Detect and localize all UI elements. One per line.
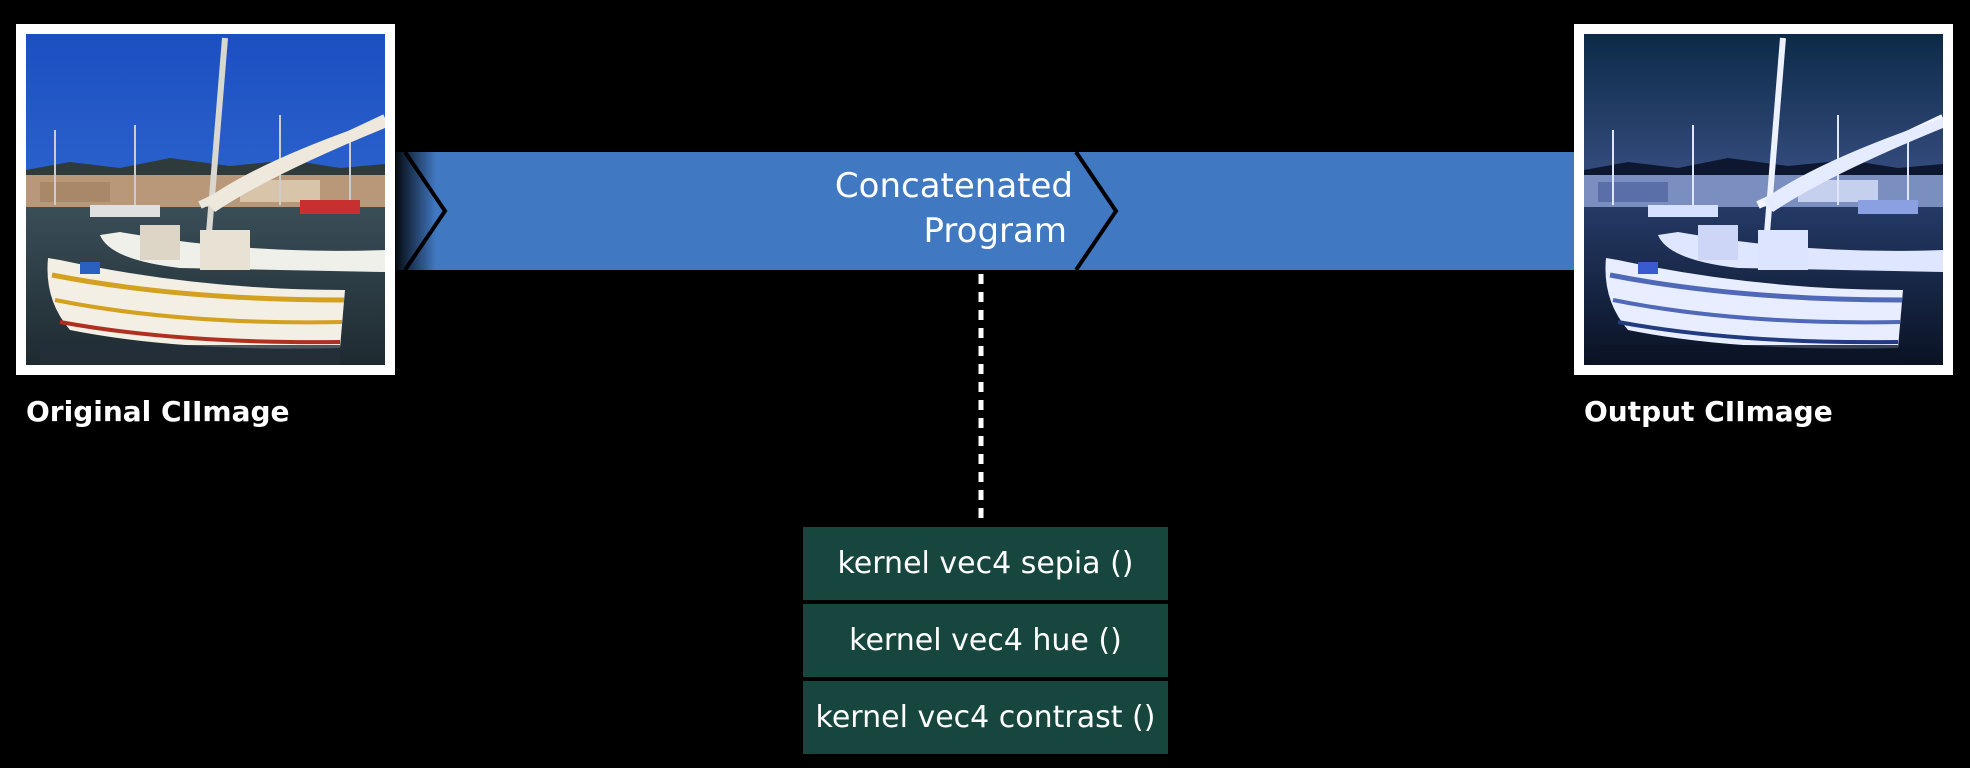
chevron-middle-icon <box>1074 150 1119 272</box>
banner-label: Concatenated Program <box>835 164 1073 254</box>
concatenated-program-banner <box>396 150 1576 272</box>
output-image-thumbnail <box>1574 24 1953 375</box>
kernel-box-sepia: kernel vec4 sepia () <box>803 527 1168 600</box>
kernel-box-contrast: kernel vec4 contrast () <box>803 681 1168 754</box>
output-image-label: Output CIImage <box>1584 395 1833 428</box>
kernel-box-hue: kernel vec4 hue () <box>803 604 1168 677</box>
chevron-left-icon <box>403 150 448 272</box>
original-image-thumbnail <box>16 24 395 375</box>
original-image-label: Original CIImage <box>26 395 290 428</box>
banner-label-line1: Concatenated <box>834 166 1073 206</box>
banner-label-line2: Program <box>923 211 1067 251</box>
